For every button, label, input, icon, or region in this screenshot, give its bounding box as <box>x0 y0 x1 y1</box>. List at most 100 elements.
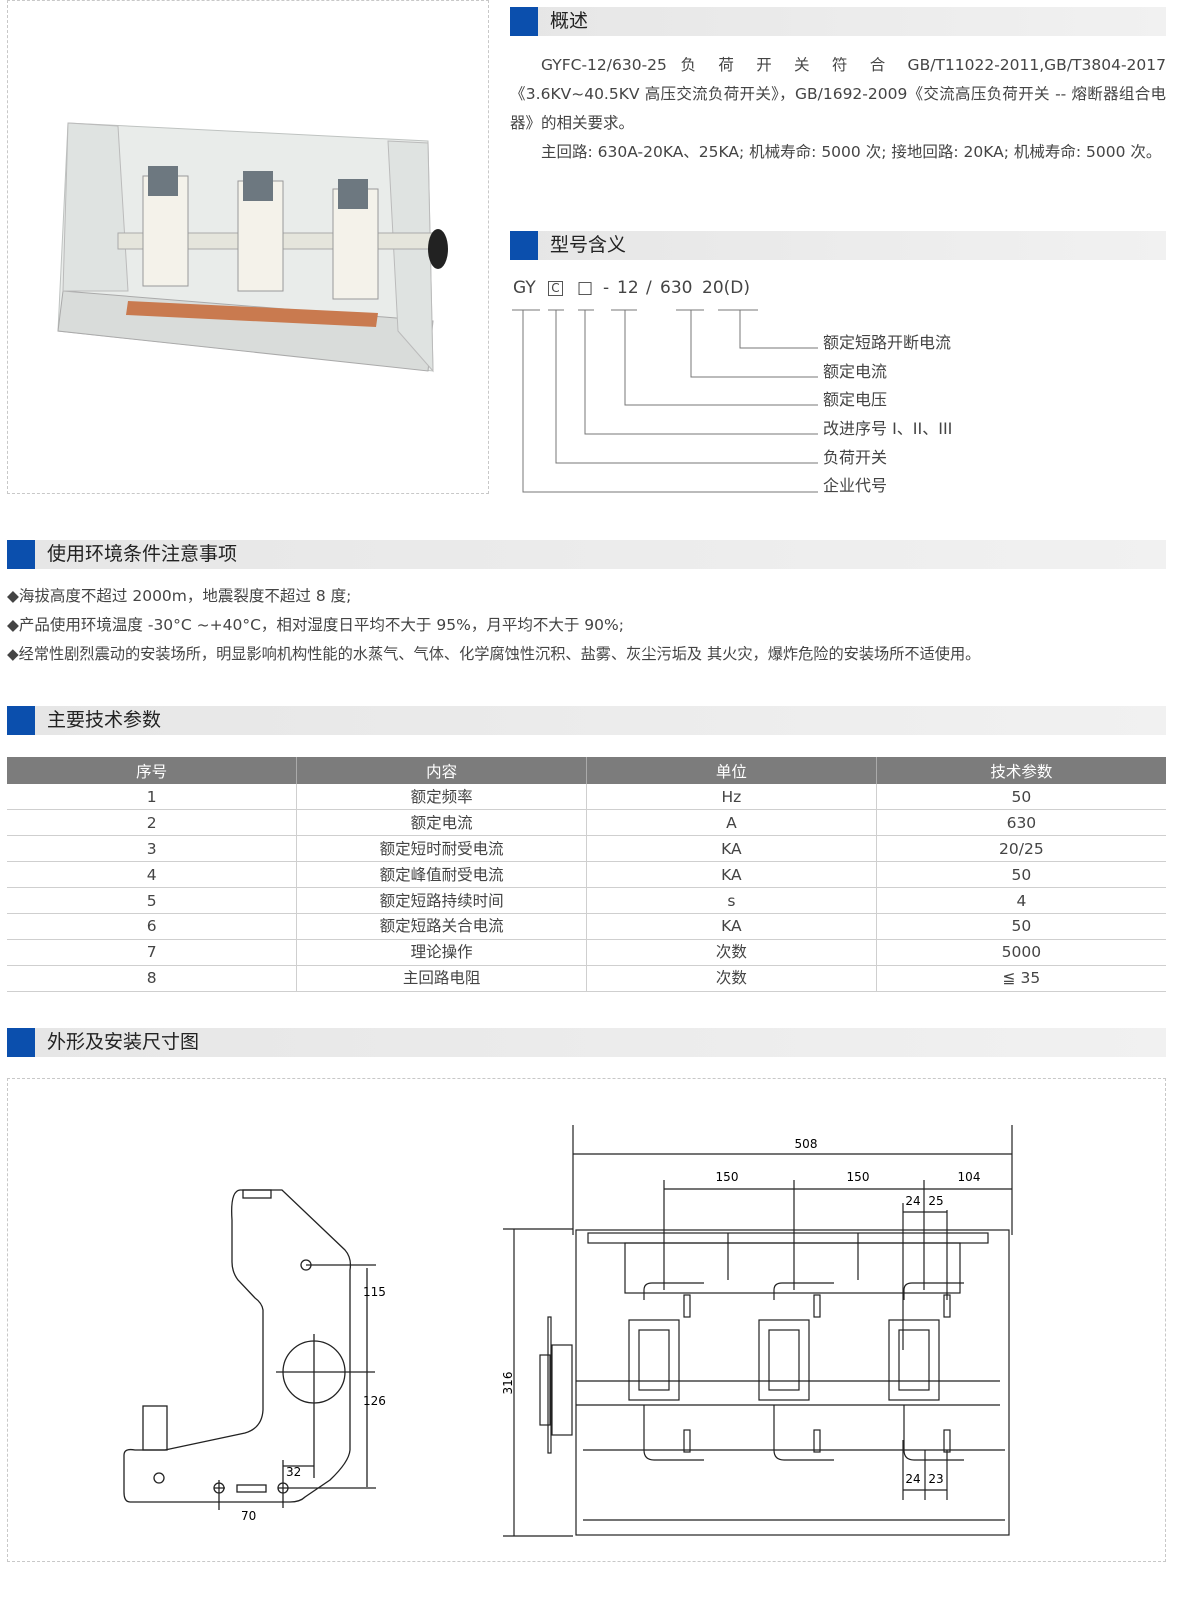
section-header-environment: 使用环境条件注意事项 <box>7 540 1166 569</box>
dim-label: 25 <box>928 1194 943 1208</box>
dim-label: 32 <box>286 1465 301 1479</box>
dim-label: 104 <box>958 1170 981 1184</box>
code-part: GY <box>513 278 536 298</box>
dimension-drawing-frame <box>7 1078 1166 1562</box>
table-cell: 额定短时耐受电流 <box>296 835 587 863</box>
table-cell: 次数 <box>586 965 877 992</box>
dim-label: 70 <box>241 1509 256 1523</box>
column-header: 单位 <box>586 757 877 784</box>
table-cell: 50 <box>876 861 1166 889</box>
table-cell: 理论操作 <box>296 939 587 966</box>
code-part: C <box>548 281 563 296</box>
dim-label: 115 <box>363 1285 386 1299</box>
section-title: 概述 <box>550 10 589 32</box>
table-cell: 50 <box>876 784 1166 811</box>
model-label: 企业代号 <box>823 476 888 495</box>
table-cell: 20/25 <box>876 835 1166 863</box>
code-part: 630 <box>660 278 693 298</box>
table-cell: 次数 <box>586 939 877 966</box>
dim-label: 150 <box>847 1170 870 1184</box>
dim-label: 24 <box>905 1472 920 1486</box>
environment-item: ◆海拔高度不超过 2000m，地震裂度不超过 8 度; <box>7 587 352 605</box>
table-cell: s <box>586 887 877 914</box>
table-cell: 4 <box>876 887 1166 914</box>
overview-paragraph-2: 主回路: 630A-20KA、25KA; 机械寿命: 5000 次; 接地回路:… <box>541 143 1162 161</box>
switch-pole <box>628 1282 704 1461</box>
table-cell: 额定峰值耐受电流 <box>296 861 587 889</box>
section-marker <box>510 7 538 36</box>
section-title: 主要技术参数 <box>47 709 162 731</box>
table-cell: 额定短路持续时间 <box>296 887 587 914</box>
table-cell: 额定频率 <box>296 784 587 811</box>
table-header-row: 序号 内容 单位 技术参数 <box>7 757 1166 784</box>
section-title: 使用环境条件注意事项 <box>47 543 238 565</box>
section-marker <box>510 231 538 260</box>
table-cell: 4 <box>7 861 298 889</box>
table-cell: 2 <box>7 809 298 837</box>
table-cell: 1 <box>7 784 298 811</box>
switch-pole <box>758 1282 834 1461</box>
environment-item: ◆产品使用环境温度 -30°C ~+40°C，相对湿度日平均不大于 95%，月平… <box>7 616 624 634</box>
model-label: 改进序号 I、II、III <box>823 419 953 438</box>
code-part: 12 <box>617 278 639 298</box>
table-cell: 额定短路关合电流 <box>296 913 587 940</box>
dim-label: 316 <box>501 1372 515 1395</box>
dim-label: 24 <box>905 1194 920 1208</box>
code-part: 20(D) <box>702 278 750 298</box>
dim-label: 508 <box>795 1137 818 1151</box>
table-cell: 5 <box>7 887 298 914</box>
table-cell: 630 <box>876 809 1166 837</box>
section-marker <box>7 1028 35 1057</box>
model-label: 额定短路开断电流 <box>823 333 952 352</box>
table-cell: A <box>586 809 877 837</box>
section-marker <box>7 540 35 569</box>
model-label: 额定电流 <box>823 362 888 381</box>
code-part: □ <box>577 278 594 298</box>
section-header-dimensions: 外形及安装尺寸图 <box>7 1028 1166 1057</box>
environment-item: ◆经常性剧烈震动的安装场所，明显影响机构性能的水蒸气、气体、化学腐蚀性沉积、盐雾… <box>7 645 981 663</box>
table-cell: 5000 <box>876 939 1166 966</box>
table-cell: KA <box>586 835 877 863</box>
code-part: / <box>646 278 652 298</box>
overview-paragraph-1: GYFC-12/630-25 负 荷 开 关 符 合 GB/T11022-201… <box>510 56 1166 132</box>
table-cell: 50 <box>876 913 1166 940</box>
dim-label: 23 <box>928 1472 943 1486</box>
switch-pole <box>888 1282 964 1461</box>
model-label: 额定电压 <box>823 390 888 409</box>
section-title: 型号含义 <box>550 234 627 256</box>
model-label: 负荷开关 <box>823 448 888 467</box>
product-photo <box>57 122 448 373</box>
table-cell: KA <box>586 861 877 889</box>
section-title: 外形及安装尺寸图 <box>47 1031 200 1053</box>
table-cell: 3 <box>7 835 298 863</box>
product-photo-frame <box>7 0 489 494</box>
code-part: - <box>603 278 610 298</box>
section-header-model: 型号含义 <box>510 231 1166 260</box>
table-cell: 额定电流 <box>296 809 587 837</box>
table-cell: KA <box>586 913 877 940</box>
table-cell: 主回路电阻 <box>296 965 587 992</box>
dim-label: 150 <box>716 1170 739 1184</box>
section-header-params: 主要技术参数 <box>7 706 1166 735</box>
overview-text: GYFC-12/630-25 负 荷 开 关 符 合 GB/T11022-201… <box>510 51 1166 167</box>
table-cell: 7 <box>7 939 298 966</box>
column-header: 技术参数 <box>876 757 1166 784</box>
dim-label: 126 <box>363 1394 386 1408</box>
section-header-overview: 概述 <box>510 7 1166 36</box>
column-header: 序号 <box>7 757 298 784</box>
table-cell: 6 <box>7 913 298 940</box>
section-marker <box>7 706 35 735</box>
column-header: 内容 <box>296 757 587 784</box>
table-cell: 8 <box>7 965 298 992</box>
